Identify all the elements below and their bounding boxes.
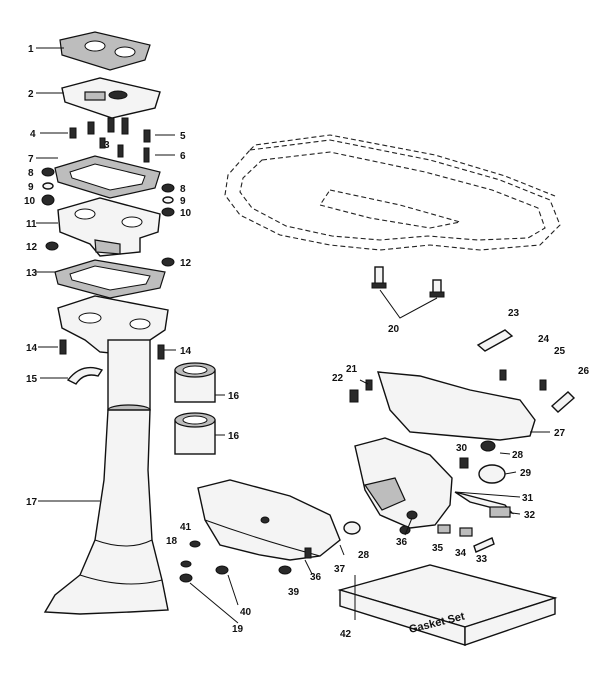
callout-14-right: 14 [180, 346, 192, 357]
part-16-sleeves [174, 362, 216, 455]
callout-35: 35 [432, 543, 444, 554]
callout-8-left: 8 [28, 168, 34, 179]
part-20-bolts [371, 266, 445, 319]
callout-26: 26 [578, 366, 590, 377]
callout-42: 42 [340, 629, 352, 640]
callout-24: 24 [538, 334, 550, 345]
callout-39: 39 [288, 587, 300, 598]
callout-14-left: 14 [26, 343, 38, 354]
callout-9-right: 9 [180, 196, 186, 207]
callout-28-right: 28 [512, 450, 524, 461]
part-11-adaptor [57, 197, 161, 257]
callout-29: 29 [520, 468, 532, 479]
callout-12-left: 12 [26, 242, 38, 253]
callout-5: 5 [180, 131, 186, 142]
part-1-gasket [59, 31, 151, 71]
callout-27: 27 [554, 428, 566, 439]
callout-34: 34 [455, 548, 467, 559]
callout-37: 37 [334, 564, 346, 575]
callout-31: 31 [522, 493, 534, 504]
callout-15: 15 [26, 374, 38, 385]
callout-30: 30 [456, 443, 468, 454]
part-27-upper-cowl [377, 371, 536, 452]
part-15-powerhead [57, 295, 169, 416]
part-13-gasket [54, 259, 166, 299]
part-2-plate [61, 77, 161, 119]
callout-32: 32 [524, 510, 536, 521]
callout-6: 6 [180, 151, 186, 162]
callout-17: 17 [26, 497, 38, 508]
callout-20: 20 [388, 324, 400, 335]
callout-23: 23 [508, 308, 520, 319]
callout-8-right: 8 [180, 184, 186, 195]
callout-2: 2 [28, 89, 34, 100]
callout-25: 25 [554, 346, 566, 357]
callout-19: 19 [232, 624, 244, 635]
callout-36-left: 36 [310, 572, 322, 583]
callout-11: 11 [26, 219, 37, 230]
callout-7: 7 [28, 154, 34, 165]
callout-40: 40 [240, 607, 252, 618]
callout-labels: 1 2 3 4 5 6 7 8 8 9 9 10 10 11 12 12 13 … [24, 44, 590, 640]
motor-pan-outline [224, 134, 561, 251]
callout-18: 18 [166, 536, 178, 547]
small-hardware-3-6 [69, 117, 151, 163]
callout-10-left: 10 [24, 196, 36, 207]
callout-16-bottom: 16 [228, 431, 240, 442]
callout-33: 33 [476, 554, 488, 565]
part-7-gasket [54, 155, 161, 199]
part-37-lower-cowl-left [197, 479, 341, 561]
small-parts [179, 329, 576, 583]
part-17-housing [43, 409, 169, 615]
washers-8-9-10 [41, 167, 175, 217]
part-29-disc [478, 464, 506, 484]
leader-lines [36, 47, 550, 624]
bolts-14 [59, 339, 165, 360]
callout-28-left: 28 [358, 550, 370, 561]
callout-9-left: 9 [28, 182, 34, 193]
callout-16-top: 16 [228, 391, 240, 402]
callout-41: 41 [180, 522, 192, 533]
callout-22: 22 [332, 373, 344, 384]
callout-1: 1 [28, 44, 34, 55]
callout-12-right: 12 [180, 258, 192, 269]
washers-12 [45, 241, 175, 267]
callout-3: 3 [104, 140, 110, 151]
callout-4: 4 [30, 129, 36, 140]
gasket-set-box: Gasket Set [337, 564, 558, 646]
part-31-lower-cowl-right [354, 437, 453, 529]
part-18-clip [66, 366, 104, 385]
callout-36-right: 36 [396, 537, 408, 548]
callout-10-right: 10 [180, 208, 192, 219]
callout-13: 13 [26, 268, 38, 279]
callout-21: 21 [346, 364, 358, 375]
